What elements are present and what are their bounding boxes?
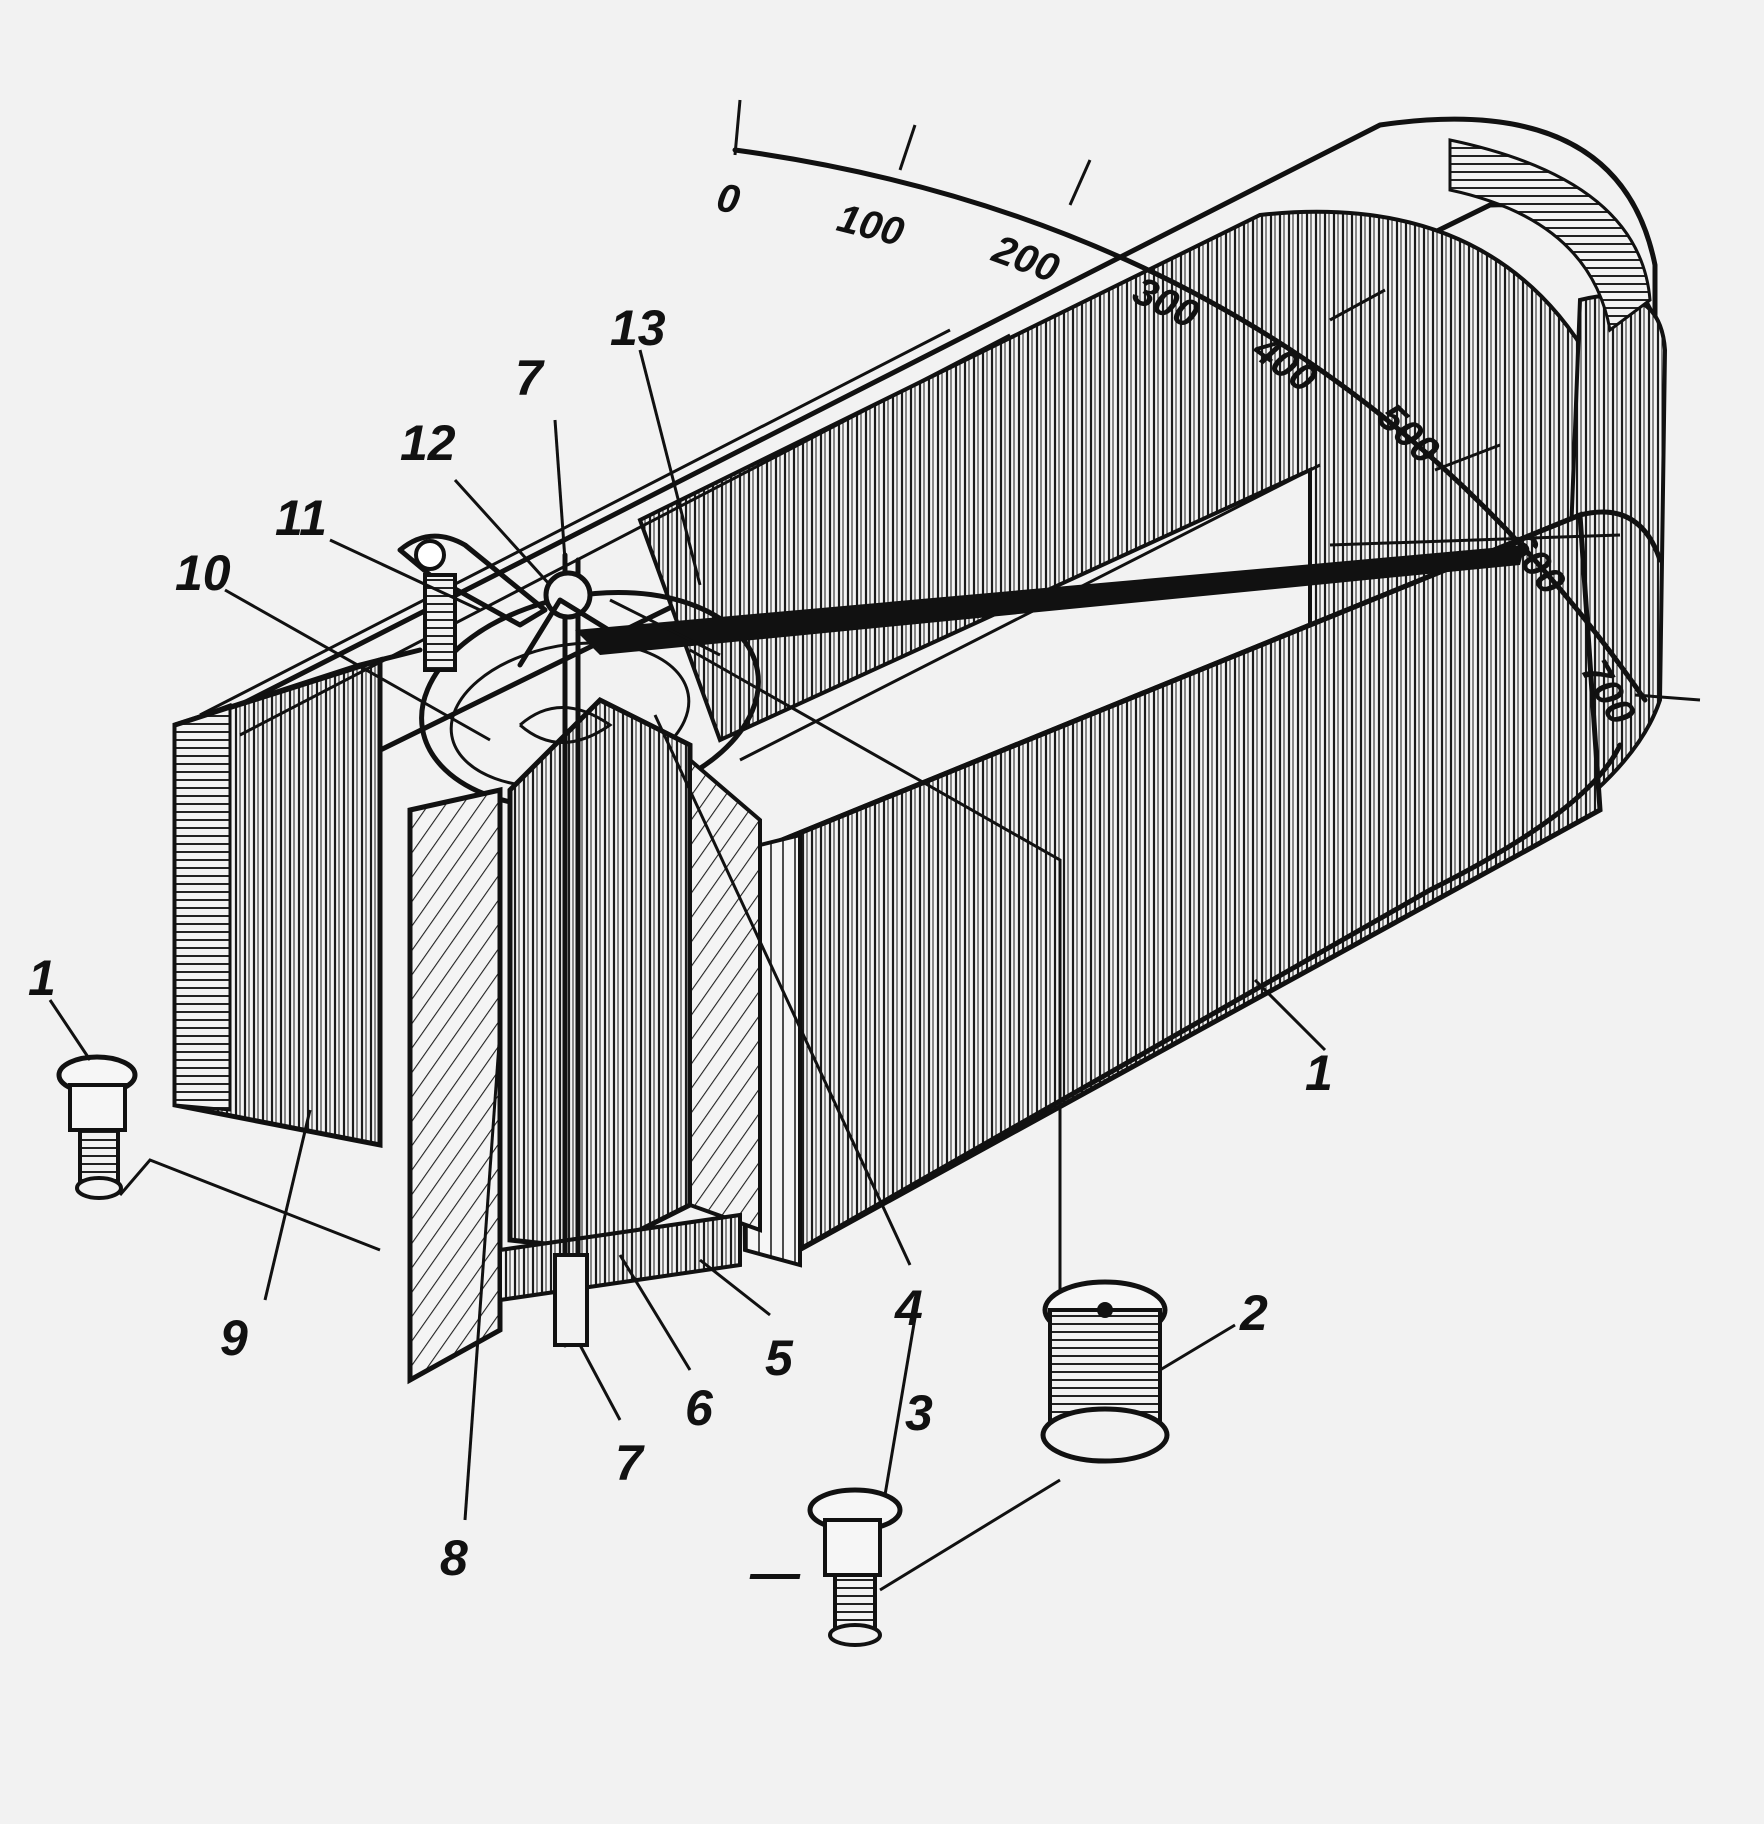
leader-lines — [48, 349, 1327, 1521]
lower-pivot — [553, 1253, 589, 1347]
scale-label: 200 — [986, 227, 1065, 292]
scale-tick — [1329, 288, 1386, 322]
callout-8: 8 — [440, 1530, 468, 1586]
scale-tick — [1329, 533, 1621, 547]
scale-label: 0 — [713, 176, 743, 223]
minus-sign: — — [749, 1545, 801, 1601]
plate-left — [407, 786, 503, 1385]
wire-spool — [1040, 1279, 1170, 1464]
core-stack — [507, 696, 693, 1253]
callout-7-bottom: 7 — [615, 1435, 645, 1491]
lead-wire — [689, 648, 1062, 1295]
scale-tick — [1068, 159, 1092, 206]
coil-assembly — [407, 552, 762, 1385]
callout-2: 2 — [1239, 1285, 1268, 1341]
horseshoe-magnet — [172, 116, 1668, 1268]
scale-tick — [1634, 693, 1701, 702]
callout-13: 13 — [610, 300, 666, 356]
callout-11: 11 — [275, 490, 327, 546]
scale-label: 100 — [833, 196, 908, 255]
callout-6: 6 — [685, 1380, 714, 1436]
callout-12: 12 — [400, 415, 456, 471]
terminal-left — [56, 1054, 381, 1252]
plate-right — [688, 755, 762, 1233]
scale-tick — [898, 124, 917, 171]
scale-tick — [733, 99, 742, 156]
callout-5: 5 — [765, 1330, 794, 1386]
callout-10: 10 — [175, 545, 231, 601]
callout-3: 3 — [905, 1385, 933, 1441]
callout-9: 9 — [220, 1310, 248, 1366]
terminal-right — [807, 1478, 1061, 1647]
callout-7-top: 7 — [515, 350, 545, 406]
pointer-needle — [575, 545, 1525, 657]
callout-labels: 1 2 3 4 5 6 7 7 8 9 10 11 12 13 1 — — [28, 300, 1333, 1601]
scale-tick — [1434, 443, 1501, 472]
callout-4: 4 — [894, 1280, 923, 1336]
callout-terminal-left: 1 — [28, 950, 56, 1006]
callout-1: 1 — [1305, 1045, 1333, 1101]
